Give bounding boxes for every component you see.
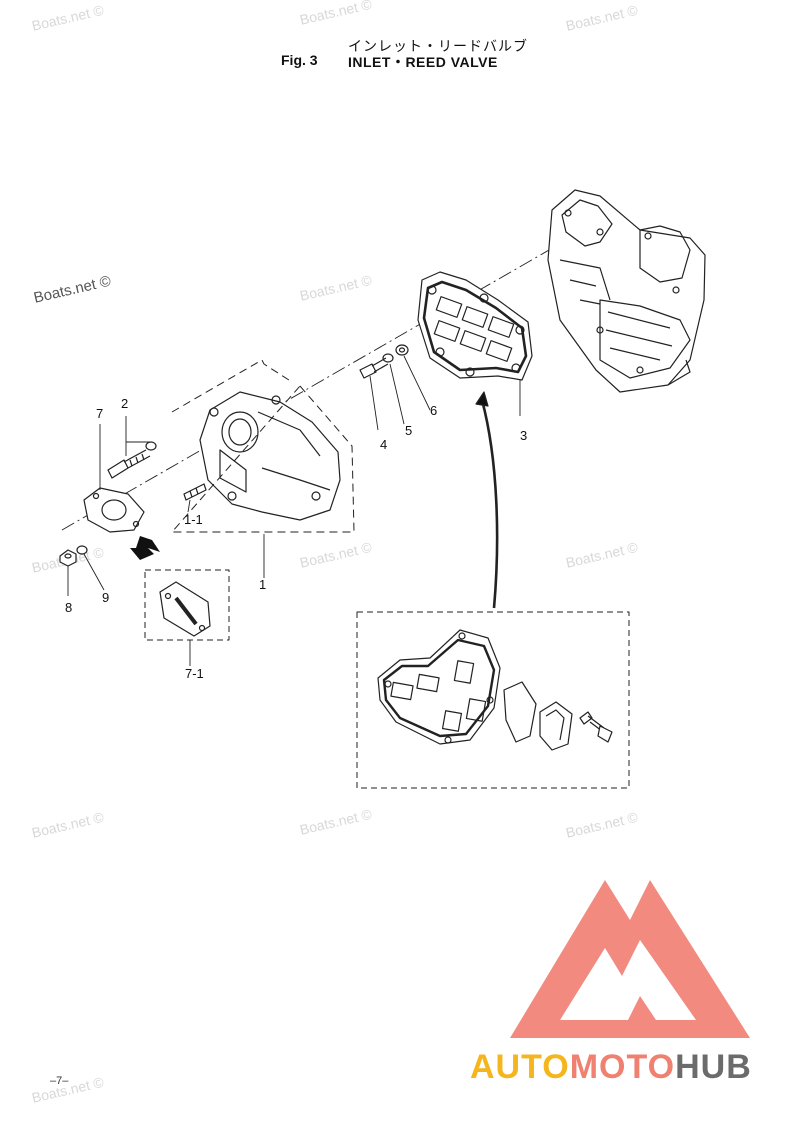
washer-5 [382, 353, 394, 363]
leader-5 [389, 363, 405, 425]
leader-6 [403, 355, 431, 411]
reed-valve-assembly [417, 271, 533, 381]
washer-2 [145, 441, 157, 451]
callout-4: 4 [380, 437, 388, 452]
crankcase [547, 189, 706, 393]
brand-moto: MOTO [569, 1048, 676, 1086]
callout-1: 1 [259, 577, 267, 592]
detail-stopper [539, 701, 573, 751]
group-box-1 [171, 359, 355, 533]
washer-6 [395, 344, 409, 356]
leader-9 [83, 553, 105, 591]
title-japanese: インレット・リードバルブ [348, 39, 528, 55]
detail-screw [579, 711, 613, 743]
brand-hub: HUB [675, 1048, 752, 1086]
callout-1-1: 1-1 [184, 512, 203, 527]
leader-2 [125, 416, 150, 456]
inlet-manifold [199, 391, 341, 521]
direction-arrow [130, 536, 160, 560]
brand-auto: AUTO [470, 1048, 570, 1086]
brand-wordmark: AUTOMOTOHUB [470, 1048, 752, 1087]
callout-7: 7 [96, 406, 104, 421]
callout-5: 5 [405, 423, 413, 438]
callout-2: 2 [121, 396, 129, 411]
detail-box [356, 611, 630, 789]
cover-plate-7-1 [159, 581, 211, 637]
detail-reed-petal [503, 681, 537, 743]
leader-1-1 [187, 499, 191, 513]
callout-9: 9 [102, 590, 110, 605]
automotohub-logo-icon [510, 880, 750, 1038]
stud-1-1 [183, 483, 207, 501]
group-box-7-1 [144, 569, 230, 641]
detail-reed-plate [377, 629, 501, 745]
callout-7-1: 7-1 [185, 666, 204, 681]
callout-8: 8 [65, 600, 73, 615]
page-number: –7– [50, 1075, 69, 1087]
callout-6: 6 [430, 403, 438, 418]
bolt-2 [107, 449, 151, 479]
figure-number: Fig. 3 [281, 52, 318, 68]
screw-4 [359, 357, 389, 379]
callout-3: 3 [520, 428, 528, 443]
detail-leader [480, 399, 499, 609]
washer-9 [76, 545, 88, 555]
nut-8 [59, 549, 77, 567]
leader-4 [369, 375, 379, 431]
title-english: INLET・REED VALVE [348, 54, 498, 70]
center-line [61, 214, 611, 531]
gasket-7 [83, 487, 145, 533]
